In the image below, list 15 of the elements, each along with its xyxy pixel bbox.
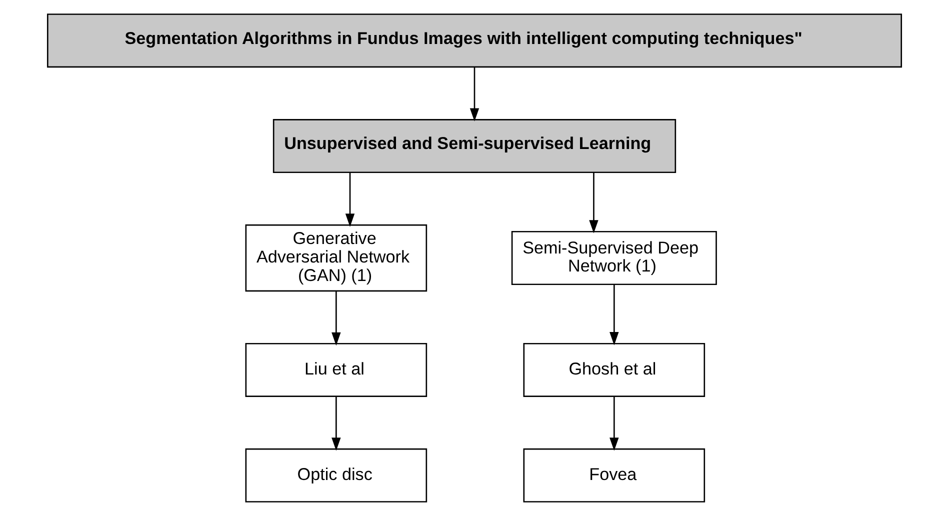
node-box: Semi-Supervised Deep Network (1) (511, 230, 717, 284)
arrow (345, 172, 355, 226)
arrow (610, 396, 619, 450)
arrow (332, 396, 341, 450)
arrow (589, 172, 598, 233)
node-box: Segmentation Algorithms in Fundus Images with intelligent computing techniques" (46, 13, 902, 68)
node-box: Ghosh et al (523, 342, 706, 396)
arrow (470, 66, 480, 121)
node-box: Generative Adversarial Network (GAN) (1) (245, 224, 428, 292)
node-box: Liu et al (245, 342, 428, 396)
arrow (610, 284, 619, 345)
node-box: Fovea (523, 448, 706, 502)
arrow (332, 290, 341, 346)
node-box: Unsupervised and Semi-supervised Learning (272, 118, 676, 173)
node-box: Optic disc (245, 448, 428, 502)
